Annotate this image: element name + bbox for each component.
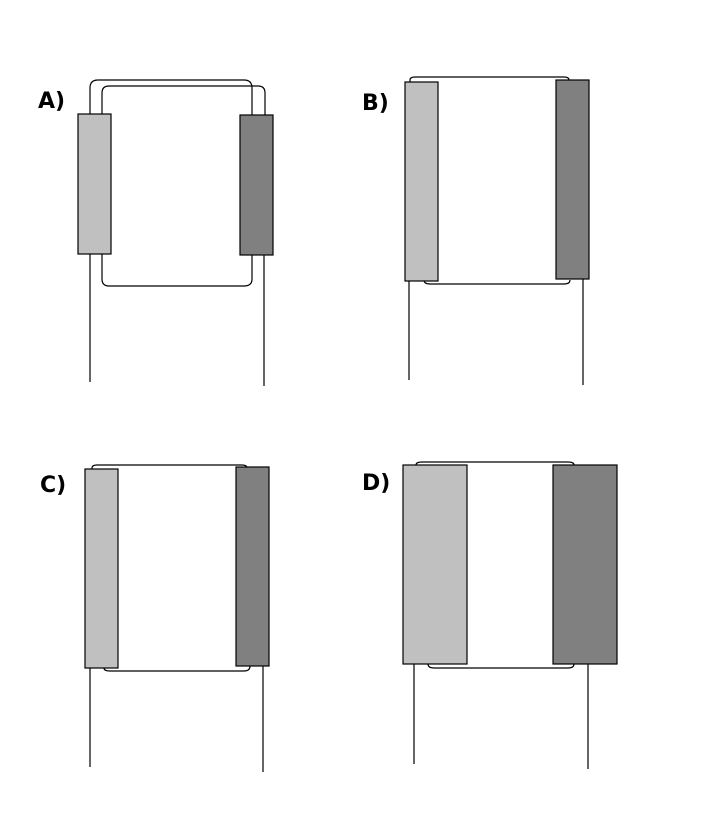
- panel-b-label: B): [362, 91, 389, 116]
- panel-a-core-bottom: [101, 254, 253, 287]
- panel-c-core-top: [91, 464, 248, 469]
- panel-b-core-top: [409, 76, 570, 82]
- panel-a-core-outer: [89, 79, 253, 115]
- panel-c-primary-coil: [84, 468, 119, 669]
- panel-d-label: D): [362, 471, 390, 496]
- panel-c-label: C): [40, 473, 66, 498]
- panel-a-label: A): [38, 89, 65, 114]
- panel-b-secondary-coil: [555, 79, 590, 280]
- panel-b: B): [362, 76, 590, 385]
- panel-d-core-bottom: [427, 663, 575, 669]
- panel-b-core-bottom: [423, 279, 571, 285]
- panel-c: C): [40, 464, 270, 772]
- panel-b-primary-coil: [404, 81, 439, 282]
- panel-c-core-bottom: [103, 665, 251, 672]
- panel-d-core-top: [415, 461, 575, 466]
- panel-d: D): [362, 461, 618, 769]
- panel-a-primary-coil: [77, 113, 112, 255]
- panel-a-core-inner: [101, 85, 266, 115]
- panel-a: A): [38, 79, 274, 386]
- panel-d-secondary-coil: [552, 464, 618, 665]
- panel-d-primary-coil: [402, 464, 468, 665]
- panel-a-secondary-coil: [239, 114, 274, 256]
- panel-c-secondary-coil: [235, 466, 270, 667]
